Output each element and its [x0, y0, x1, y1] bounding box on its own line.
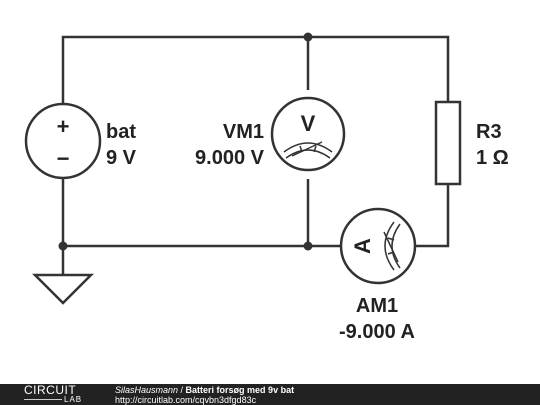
ground-symbol [31, 273, 95, 305]
resistor-symbol[interactable] [434, 100, 462, 186]
footer-bar: CIRCUIT LAB SilasHausmann / Batteri fors… [0, 383, 540, 405]
footer-separator: / [178, 385, 186, 395]
circuit-schematic: + − bat 9 V V VM1 9.000 V A AM1 -9.000 A… [24, 32, 509, 343]
voltmeter-scale-arc [283, 142, 333, 153]
footer-title-line: SilasHausmann / Batteri forsøg med 9v ba… [115, 385, 294, 395]
battery-minus-sign: − [57, 146, 70, 171]
junction-dot [303, 241, 313, 251]
ammeter-tick [387, 251, 395, 255]
voltmeter-needle [291, 141, 323, 157]
resistor-bottom-wire [416, 184, 450, 248]
battery-value-label: 9 V [106, 147, 137, 169]
resistor-value-label: 1 Ω [476, 147, 509, 169]
ammeter-a-glyph: A [350, 238, 375, 254]
voltmeter-v-glyph: V [301, 111, 316, 136]
logo-bottom-text: LAB [64, 395, 83, 404]
circuit-url-link[interactable]: http://circuitlab.com/cqvbn3dfgd83c [115, 395, 257, 405]
resistor-name-label: R3 [476, 121, 502, 143]
author-name[interactable]: SilasHausmann [115, 385, 179, 395]
voltmeter-name-label: VM1 [223, 121, 264, 143]
wires [61, 35, 450, 275]
circuitlab-logo[interactable]: CIRCUIT LAB [24, 383, 92, 405]
ammeter-name-label: AM1 [356, 295, 398, 317]
junction-dot [58, 241, 68, 251]
ammeter-scale-arc [384, 221, 395, 271]
ammeter-needle [383, 231, 399, 263]
logo-wire [24, 399, 62, 400]
ammeter-reading-label: -9.000 A [339, 321, 415, 343]
ammeter-symbol[interactable]: A [339, 207, 417, 285]
junction-dot [303, 32, 313, 42]
voltmeter-scale-arc [285, 149, 331, 159]
battery-name-label: bat [106, 121, 136, 143]
voltmeter-tick [313, 145, 317, 153]
top-wire [61, 35, 450, 104]
ammeter-scale-arc [391, 223, 401, 269]
battery-plus-sign: + [57, 114, 70, 139]
voltmeter-symbol[interactable]: V [270, 96, 346, 172]
battery-symbol[interactable]: + − [24, 102, 102, 180]
circuit-title: Batteri forsøg med 9v bat [185, 385, 295, 395]
logo-top-text: CIRCUIT [24, 383, 77, 397]
ammeter-tick [387, 237, 395, 241]
voltmeter-reading-label: 9.000 V [195, 147, 265, 169]
voltmeter-tick [299, 145, 303, 153]
